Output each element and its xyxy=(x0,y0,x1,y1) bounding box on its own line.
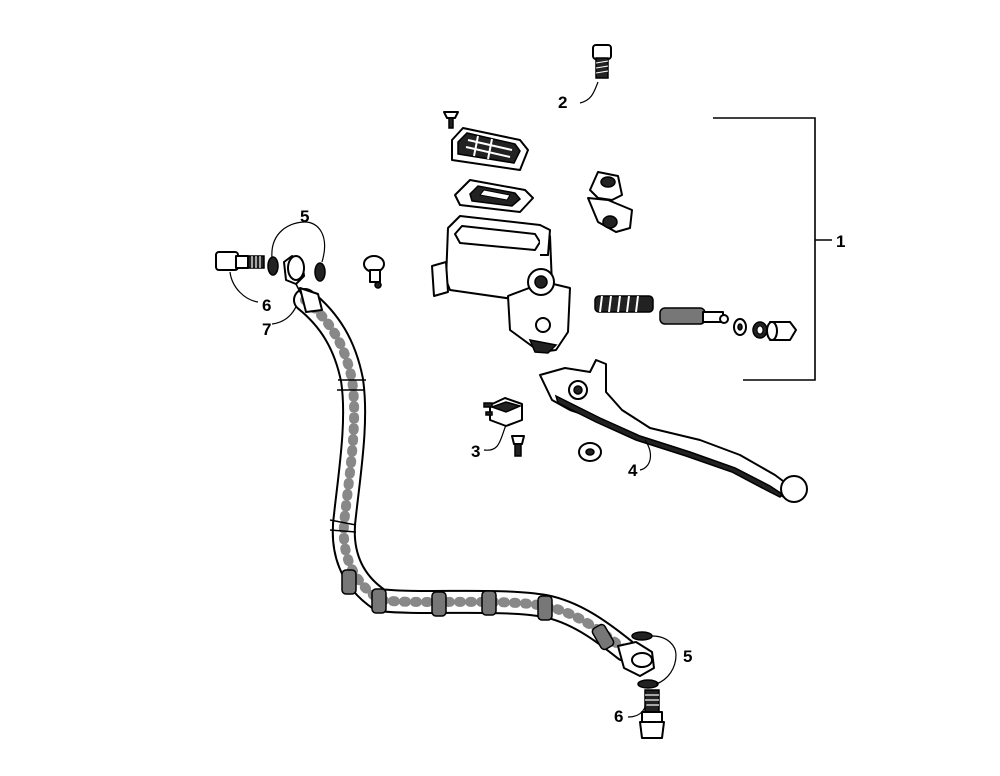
callout-2: 2 xyxy=(558,93,567,112)
banjo-fitting-bottom xyxy=(617,641,655,677)
piston xyxy=(659,307,729,325)
cover-screw xyxy=(443,111,459,129)
sealing-washers-part-5-bottom xyxy=(631,631,659,689)
piston-seals xyxy=(733,318,797,341)
clutch-lever-part-4 xyxy=(539,359,808,503)
banjo-bolt-part-6-top xyxy=(215,251,265,271)
piston-spring xyxy=(594,295,654,313)
leader-6-bottom xyxy=(627,703,647,718)
pivot-pin xyxy=(363,255,385,289)
hose-grommets xyxy=(341,569,615,651)
assembly-bracket xyxy=(713,117,832,381)
handlebar-clamp xyxy=(587,171,633,233)
callout-3: 3 xyxy=(471,442,480,461)
banjo-bolt-part-6-bottom xyxy=(639,689,665,739)
master-cylinder-body xyxy=(431,215,571,354)
sealing-washers-part-5-top xyxy=(267,256,326,282)
callout-6-top: 6 xyxy=(262,296,271,315)
leader-6-top xyxy=(229,271,259,303)
callout-5-bottom: 5 xyxy=(683,647,692,666)
reservoir-cover xyxy=(451,127,529,171)
callout-7: 7 xyxy=(262,320,271,339)
clutch-hose xyxy=(293,283,637,662)
callout-4: 4 xyxy=(628,461,638,480)
banjo-bolt-part-2 xyxy=(579,44,612,104)
clutch-switch-part-3 xyxy=(483,397,525,457)
callout-6-bottom: 6 xyxy=(614,707,623,726)
leader-4 xyxy=(639,439,652,471)
banjo-fitting-part-7 xyxy=(283,255,305,285)
callout-1: 1 xyxy=(836,232,845,251)
reservoir-diaphragm xyxy=(454,179,534,213)
leader-5-top xyxy=(271,221,326,263)
hose-sleeve-joints xyxy=(329,379,366,533)
lever-washer xyxy=(578,442,602,462)
leader-5-bottom xyxy=(651,635,677,685)
callout-5-top: 5 xyxy=(300,207,309,226)
